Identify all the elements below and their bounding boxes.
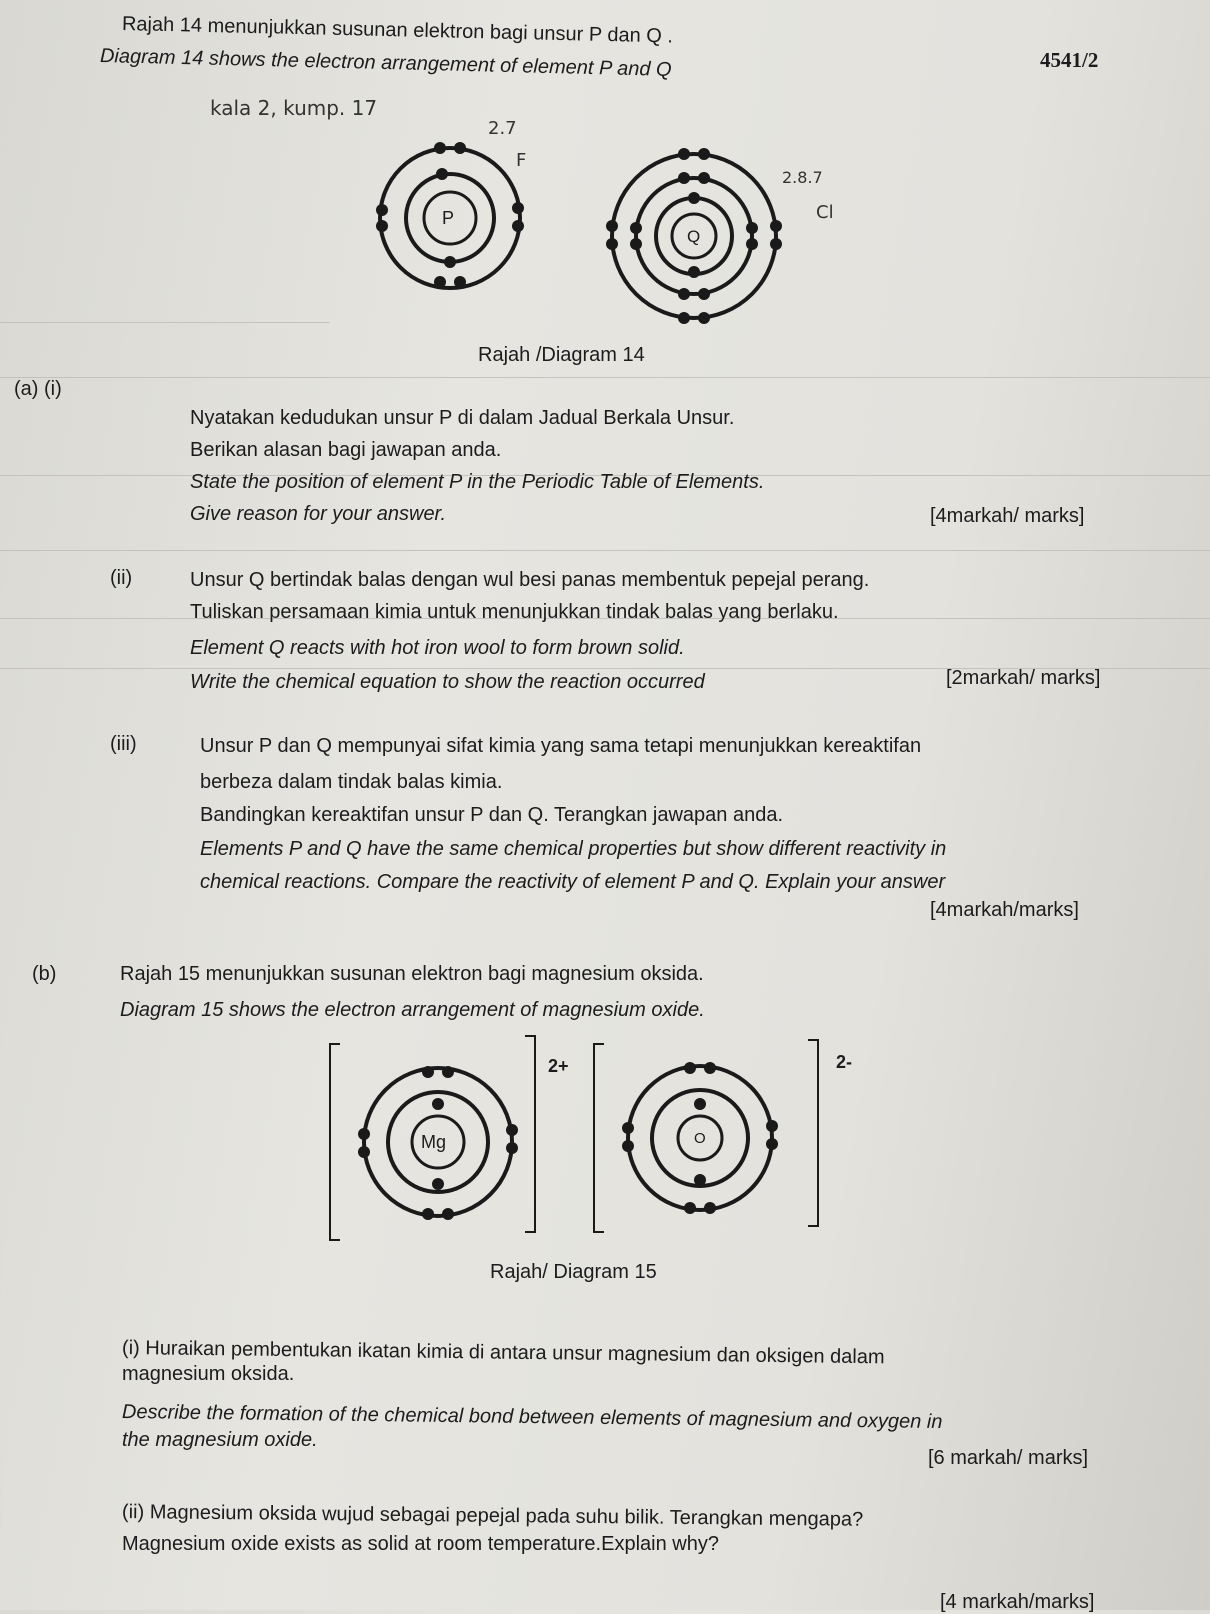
diagram-14-caption: Rajah /Diagram 14	[478, 344, 645, 366]
handwritten-q-symbol: Cl	[816, 202, 834, 223]
question-a-ii-label: (ii)	[110, 567, 133, 589]
q-b-ii-en: Magnesium oxide exists as solid at room …	[122, 1533, 719, 1555]
mg-symbol: Mg	[421, 1132, 447, 1152]
question-a-iii-label: (iii)	[110, 733, 137, 755]
o-ion-electrons	[622, 1062, 778, 1214]
q-b-ms: Rajah 15 menunjukkan susunan elektron ba…	[120, 963, 704, 985]
handwritten-p-config: 2.7	[488, 118, 517, 139]
background-rule	[0, 475, 1210, 476]
question-b-label: (b)	[32, 963, 57, 985]
q-a-iii-ms-1: Unsur P dan Q mempunyai sifat kimia yang…	[200, 735, 922, 757]
background-rule	[0, 618, 1210, 619]
q-b-i-en-2: the magnesium oxide.	[122, 1429, 318, 1451]
q-a-i-ms-1: Nyatakan kedudukan unsur P di dalam Jadu…	[190, 407, 735, 429]
q-a-iii-marks: [4markah/marks]	[930, 899, 1079, 921]
mg-ion-brackets	[329, 1035, 536, 1241]
q-a-iii-ms-3: Bandingkan kereaktifan unsur P dan Q. Te…	[200, 804, 784, 826]
q-b-i-ms-2: magnesium oksida.	[122, 1363, 295, 1385]
q-a-iii-en-1: Elements P and Q have the same chemical …	[200, 838, 947, 860]
q-a-iii-ms-2: berbeza dalam tindak balas kimia.	[200, 771, 503, 793]
q-b-i-marks: [6 markah/ marks]	[928, 1447, 1089, 1469]
o-symbol: O	[694, 1130, 706, 1147]
atom-q-electrons	[606, 148, 782, 324]
background-rule	[0, 322, 330, 323]
handwritten-p-symbol: F	[516, 150, 527, 171]
q-a-iii-en-2: chemical reactions. Compare the reactivi…	[200, 871, 946, 893]
q-a-ii-marks: [2markah/ marks]	[946, 667, 1101, 689]
atom-p-label: P	[442, 208, 455, 228]
background-rule	[0, 550, 1210, 551]
background-rule	[0, 377, 1210, 378]
diagram-15-caption: Rajah/ Diagram 15	[490, 1261, 657, 1283]
o-ion-brackets	[593, 1039, 819, 1233]
mg-ion-electrons	[358, 1066, 518, 1220]
background-rule	[0, 668, 1210, 669]
atom-p-electrons	[376, 142, 524, 288]
q-b-en: Diagram 15 shows the electron arrangemen…	[120, 999, 705, 1021]
q-a-i-en-1: State the position of element P in the P…	[190, 471, 765, 493]
q-a-i-marks: [4markah/ marks]	[930, 505, 1085, 527]
paper-code: 4541/2	[1040, 48, 1099, 72]
q-a-i-en-2: Give reason for your answer.	[190, 503, 447, 525]
q-a-ii-en-2: Write the chemical equation to show the …	[190, 671, 705, 693]
question-a-i-label: (a) (i)	[14, 378, 62, 400]
o-charge: 2-	[836, 1052, 853, 1072]
q-a-ii-en-1: Element Q reacts with hot iron wool to f…	[190, 637, 685, 659]
atom-q-label: Q	[687, 227, 701, 246]
mg-charge: 2+	[548, 1056, 569, 1076]
q-a-ii-ms-2: Tuliskan persamaan kimia untuk menunjukk…	[190, 601, 839, 623]
q-b-ii-marks: [4 markah/marks]	[940, 1591, 1095, 1613]
q-a-i-ms-2: Berikan alasan bagi jawapan anda.	[190, 439, 502, 461]
q-a-ii-ms-1: Unsur Q bertindak balas dengan wul besi …	[190, 569, 870, 591]
handwritten-note: kala 2, kump. 17	[210, 96, 378, 120]
handwritten-q-config: 2.8.7	[782, 168, 823, 187]
